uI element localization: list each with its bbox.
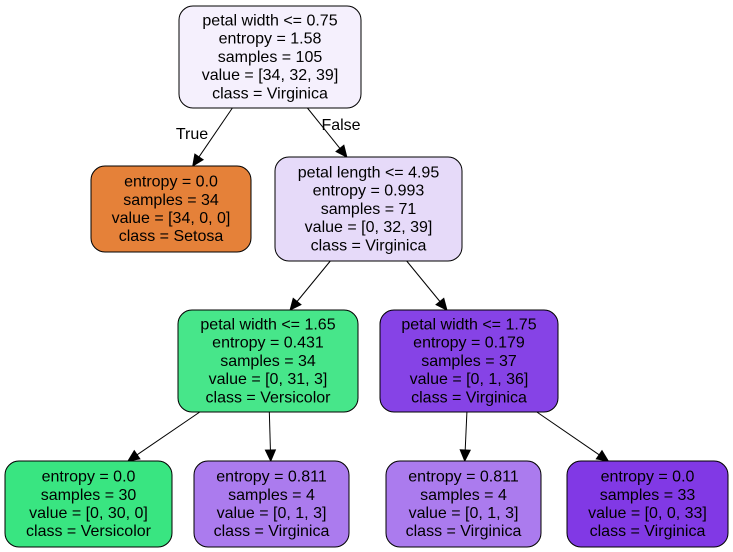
edge-line (268, 411, 271, 451)
node-text-line: entropy = 0.0 (601, 469, 695, 486)
edge-line (464, 411, 468, 451)
arrowhead (289, 297, 302, 311)
arrowhead (264, 449, 277, 463)
node-box (178, 5, 362, 109)
node-box (379, 309, 559, 413)
node-text-line: entropy = 0.0 (124, 174, 218, 191)
node-text-line: entropy = 0.431 (212, 335, 324, 352)
edge-line (296, 260, 331, 302)
edges-layer: True False (126, 107, 610, 463)
node-text-line: samples = 34 (123, 192, 219, 209)
edge-n2-n4 (406, 260, 448, 311)
node-text-line: entropy = 0.811 (216, 469, 327, 486)
node-text-line: samples = 4 (420, 487, 507, 504)
node-text-line: samples = 4 (228, 487, 315, 504)
arrowhead (335, 144, 348, 158)
arrowhead (459, 449, 471, 463)
edge-n0-n1: True (176, 107, 233, 167)
node-text-line: class = Virginica (406, 523, 522, 540)
node-box (193, 460, 350, 548)
edge-n4-n7 (459, 411, 471, 463)
node-text-line: value = [0, 1, 3] (217, 505, 327, 522)
node-text-line: samples = 71 (321, 201, 417, 218)
edge-line (406, 260, 441, 302)
node-text-line: samples = 37 (421, 353, 517, 370)
arrowhead (192, 153, 205, 167)
edge-line (136, 411, 201, 456)
node-text-line: value = [0, 1, 3] (409, 505, 519, 522)
node-text-line: class = Versicolor (206, 389, 332, 406)
arrowhead (595, 449, 610, 462)
node-text-line: samples = 33 (600, 487, 696, 504)
node-box (385, 460, 542, 548)
node-text-line: class = Virginica (411, 389, 527, 406)
node-box (177, 309, 359, 413)
edge-line (307, 107, 341, 149)
arrowhead (126, 449, 141, 462)
node-text-line: value = [0, 0, 33] (588, 505, 707, 522)
node-text-line: entropy = 0.993 (313, 183, 425, 200)
node-text-line: class = Virginica (212, 85, 328, 102)
node-box (274, 156, 463, 262)
edge-n2-n3 (289, 260, 331, 311)
node-text-line: entropy = 0.179 (413, 335, 525, 352)
edge-n0-n2: False (307, 107, 361, 158)
node-box (566, 460, 729, 548)
node-text-line: class = Virginica (590, 523, 706, 540)
node-text-line: class = Versicolor (26, 523, 152, 540)
node-text-line: entropy = 0.811 (408, 469, 519, 486)
node-text-line: class = Virginica (311, 237, 427, 254)
node-text-line: entropy = 0.0 (42, 469, 136, 486)
node-text-line: entropy = 1.58 (219, 31, 322, 48)
node-box (4, 460, 173, 548)
node-text-line: value = [0, 32, 39] (305, 219, 433, 236)
edge-n3-n5 (126, 411, 201, 462)
edge-label: True (176, 126, 208, 143)
node-text-line: samples = 34 (220, 353, 316, 370)
node-box (90, 165, 252, 253)
node-text-line: value = [34, 0, 0] (112, 210, 231, 227)
node-text-line: petal length <= 4.95 (298, 165, 440, 182)
edge-n4-n8 (536, 411, 610, 462)
edge-label: False (321, 117, 360, 134)
edge-n3-n6 (264, 411, 277, 463)
node-text-line: petal width <= 0.75 (202, 13, 337, 30)
node-text-line: value = [0, 1, 36] (410, 371, 529, 388)
node-text-line: petal width <= 1.65 (200, 317, 335, 334)
node-text-line: value = [0, 30, 0] (29, 505, 148, 522)
arrowhead (435, 297, 448, 311)
edge-line (536, 411, 600, 456)
node-text-line: samples = 30 (41, 487, 137, 504)
node-text-line: value = [0, 31, 3] (209, 371, 328, 388)
node-text-line: petal width <= 1.75 (401, 317, 536, 334)
node-text-line: samples = 105 (218, 49, 323, 66)
node-text-line: class = Setosa (119, 228, 224, 245)
node-text-line: value = [34, 32, 39] (202, 67, 339, 84)
edge-line (198, 107, 233, 158)
node-text-line: class = Virginica (214, 523, 330, 540)
